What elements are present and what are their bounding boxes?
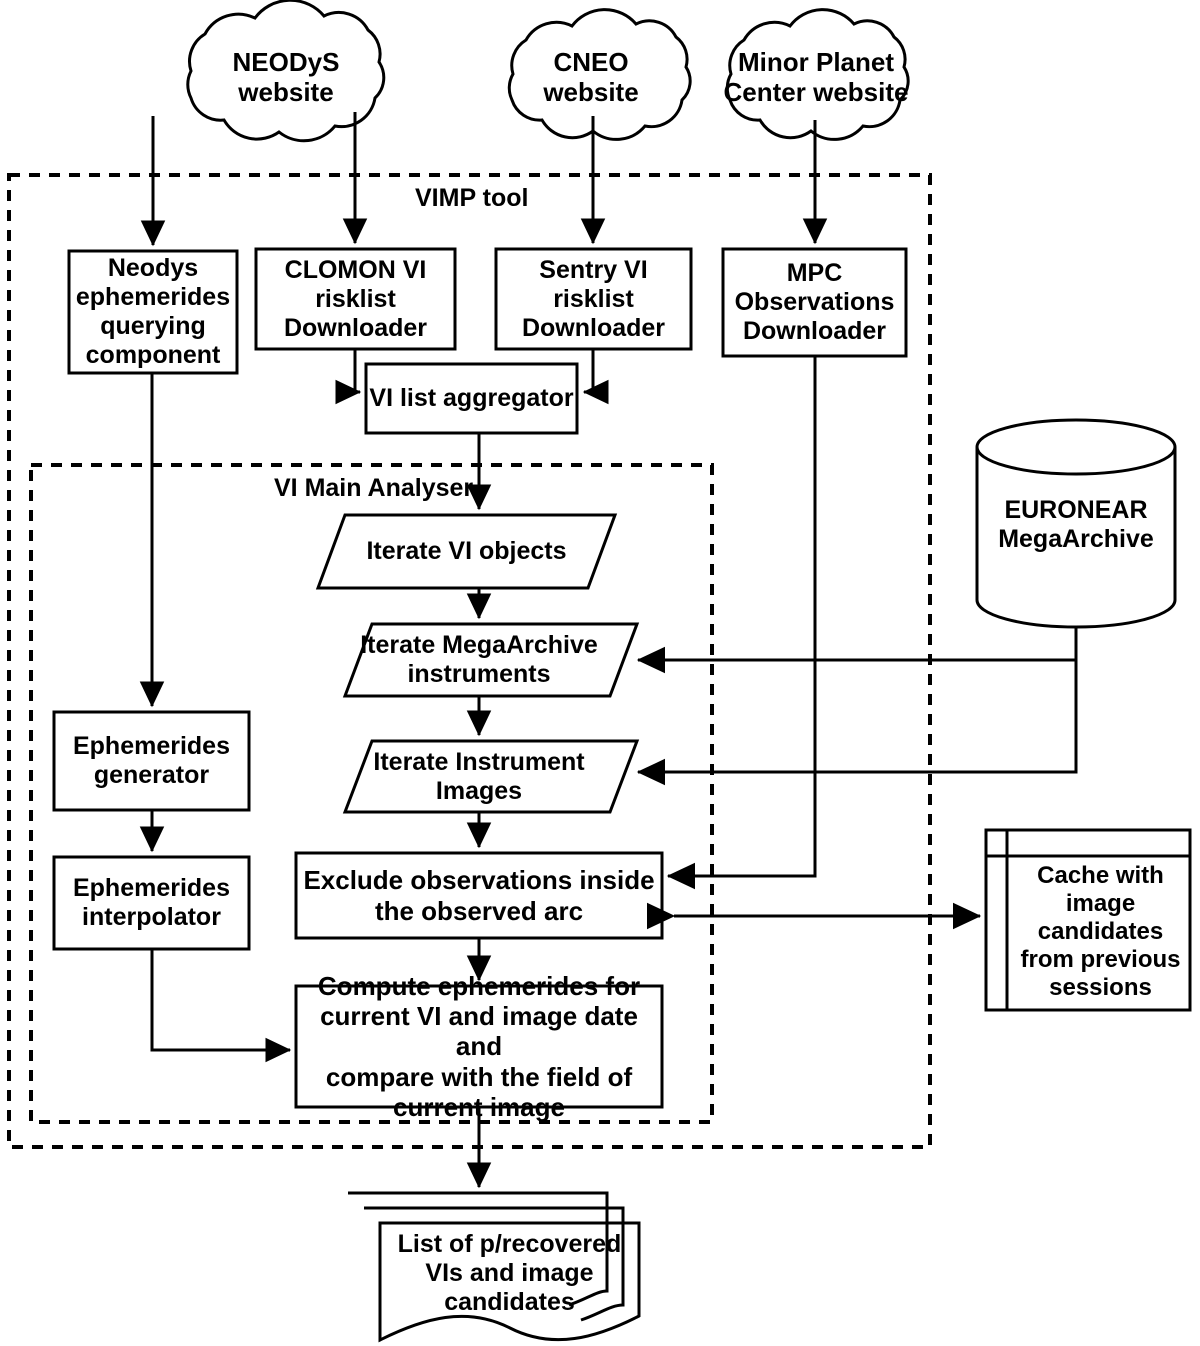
shape-image-cache xyxy=(984,828,1192,1012)
cloud-minor-planet-center-website xyxy=(725,8,910,141)
box-compute-ephemerides xyxy=(294,984,664,1109)
shape-output-list xyxy=(348,1191,641,1343)
group-label-vimp-tool: VIMP tool xyxy=(415,184,529,212)
group-box-vi-main-analyser xyxy=(29,463,714,1124)
box-clomon-downloader xyxy=(254,247,457,351)
edge-sentry-to-aggregator xyxy=(582,349,609,405)
box-ephemerides-interpolator xyxy=(52,855,251,951)
shape-iterate-instrument-images xyxy=(342,739,640,814)
box-mpc-downloader xyxy=(721,247,908,358)
group-label-vi-main-analyser: VI Main Analyser xyxy=(274,474,474,502)
edge-interpolator-to-compute xyxy=(150,949,292,1063)
edge-clomon-to-aggregator xyxy=(335,349,362,405)
box-ephemerides-generator xyxy=(52,710,251,812)
edge-mpcdownloader-to-exclude xyxy=(666,356,817,890)
shape-iterate-vi-objects xyxy=(315,513,618,590)
cloud-neodys-website xyxy=(186,0,386,143)
shape-euronear-megaarchive xyxy=(975,418,1177,629)
cloud-cneo-website xyxy=(507,8,692,141)
box-sentry-downloader xyxy=(494,247,693,351)
box-exclude-observations xyxy=(294,851,664,940)
shape-iterate-megaarchive-instruments xyxy=(342,622,640,698)
box-neodys-querying xyxy=(67,249,239,375)
edge-megaarchive-to-instruments xyxy=(636,627,1078,674)
edge-megaarchive-to-images xyxy=(636,660,1078,786)
box-vi-list-aggregator xyxy=(364,362,579,435)
